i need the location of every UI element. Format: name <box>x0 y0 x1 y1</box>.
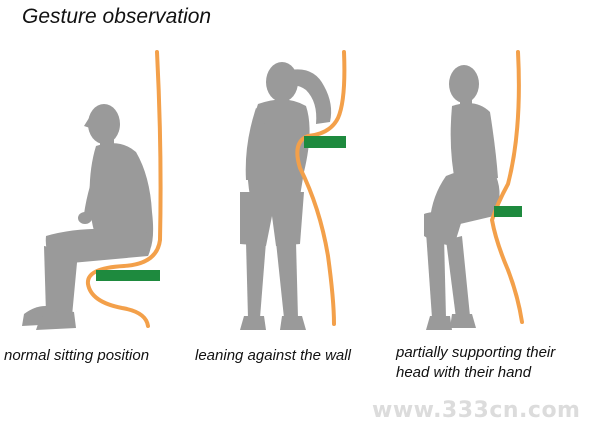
caption-leaning: leaning against the wall <box>195 346 351 366</box>
wall-line-perching <box>489 50 524 324</box>
caption-leaning-line-1: leaning against the wall <box>195 347 351 364</box>
figure-leaning <box>240 50 347 330</box>
caption-sitting: normal sitting position <box>4 346 149 366</box>
caption-sitting-line-1: normal sitting position <box>4 347 150 364</box>
watermark: www.333cn.com <box>372 398 581 423</box>
support-block-leaning <box>304 136 346 148</box>
support-block-perching <box>494 206 522 217</box>
person-leaning-silhouette <box>240 62 332 330</box>
page-title: Gesture observation <box>22 5 212 28</box>
support-block-sitting <box>96 270 160 281</box>
wall-line-sitting <box>85 50 163 328</box>
figure-perching <box>424 50 524 330</box>
figure-sitting <box>22 50 163 330</box>
caption-perching-line-1: partially supporting their <box>396 344 556 361</box>
person-sitting-silhouette <box>22 104 154 330</box>
wall-line-leaning <box>295 50 347 326</box>
person-perching-silhouette <box>424 65 500 330</box>
caption-perching: partially supporting their head with the… <box>396 343 555 383</box>
caption-perching-line-2: head with their hand <box>396 364 532 381</box>
